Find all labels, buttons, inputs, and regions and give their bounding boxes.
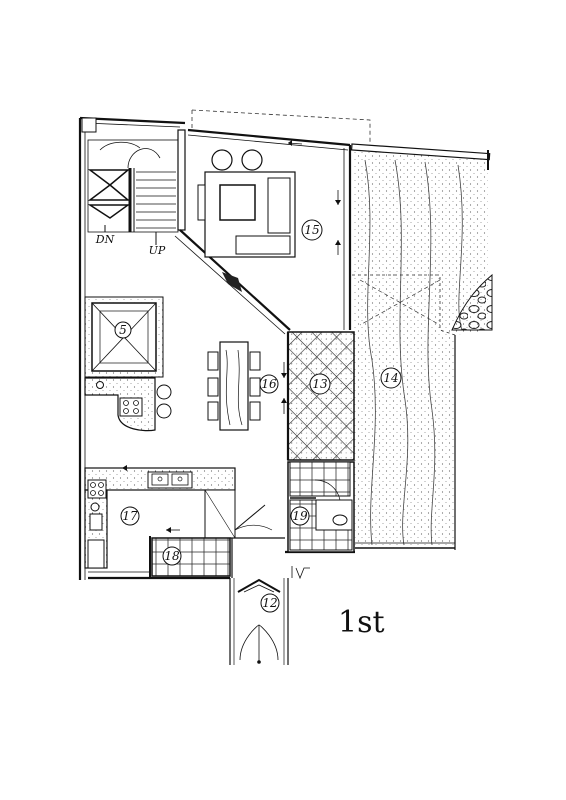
room-id-13: 13 [312,377,328,391]
room-number-17: 17 [120,506,140,526]
kitchen-17 [84,465,236,569]
entry-walk-12 [229,566,310,665]
staircase [87,129,186,245]
entry-18 [149,536,231,578]
room-id-14: 14 [383,371,398,385]
room-id-19: 19 [292,509,308,523]
room-number-16: 16 [259,374,279,394]
living-room-15 [197,140,341,292]
room-id-18: 18 [164,549,180,563]
room-id-12: 12 [262,596,277,610]
room-number-13: 13 [309,373,331,395]
room-number-15: 15 [301,219,323,241]
dining-16 [207,341,287,431]
room-number-5: 5 [114,321,132,339]
room-id-5: 5 [119,323,127,337]
bath-19 [287,461,355,553]
stair-up-label: UP [149,244,166,257]
room-id-15: 15 [304,223,319,237]
room-number-19: 19 [290,506,310,526]
bar-counter [84,377,172,432]
deck-13 [286,331,355,461]
room-number-12: 12 [260,593,280,613]
room-id-16: 16 [261,377,277,391]
room-id-17: 17 [122,509,138,523]
room-number-18: 18 [162,546,182,566]
terrace-14 [350,143,493,550]
room-number-14: 14 [380,367,402,389]
column [81,117,97,133]
stair-down-label: DN [95,233,115,246]
roof-outline [191,109,371,145]
door-entry [230,504,285,578]
floor-label: 1st [338,605,385,640]
